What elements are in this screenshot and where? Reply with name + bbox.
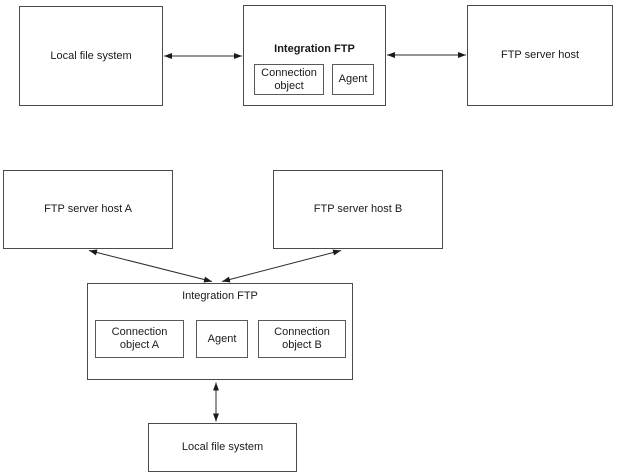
ftp-server-host-b-box: FTP server host B — [273, 170, 443, 249]
ftp-server-host-box: FTP server host — [467, 5, 613, 106]
connection-object-b-label: Connection object B — [274, 326, 330, 351]
integration-ftp-multi-box: Integration FTP Connection object A Agen… — [87, 283, 353, 380]
local-file-system-label: Local file system — [50, 49, 132, 62]
agent-label: Agent — [338, 73, 368, 85]
agent-multi-box: Agent — [196, 320, 248, 358]
connection-object-box: Connection object — [254, 64, 324, 95]
ftp-server-host-a-label: FTP server host A — [44, 203, 132, 215]
arrow-host-b-to-integration — [221, 249, 342, 283]
ftp-server-host-label: FTP server host — [500, 49, 580, 61]
ftp-server-host-a-box: FTP server host A — [3, 170, 173, 249]
arrow-host-a-to-integration — [88, 249, 213, 283]
connection-object-b-box: Connection object B — [258, 320, 346, 358]
integration-ftp-title: Integration FTP — [274, 43, 355, 55]
ftp-server-host-b-label: FTP server host B — [313, 203, 403, 215]
local-file-system-box: Local file system — [19, 6, 163, 106]
integration-ftp-multi-title: Integration FTP — [182, 290, 258, 302]
agent-box: Agent — [332, 64, 374, 95]
connection-object-label: Connection object — [261, 66, 317, 92]
connection-object-a-box: Connection object A — [95, 320, 184, 358]
integration-ftp-box: Integration FTP Connection object Agent — [243, 5, 386, 106]
connection-object-a-label: Connection object A — [111, 326, 168, 351]
local-file-system-multi-box: Local file system — [148, 423, 297, 472]
agent-multi-label: Agent — [207, 332, 237, 345]
local-file-system-multi-label: Local file system — [181, 441, 264, 453]
